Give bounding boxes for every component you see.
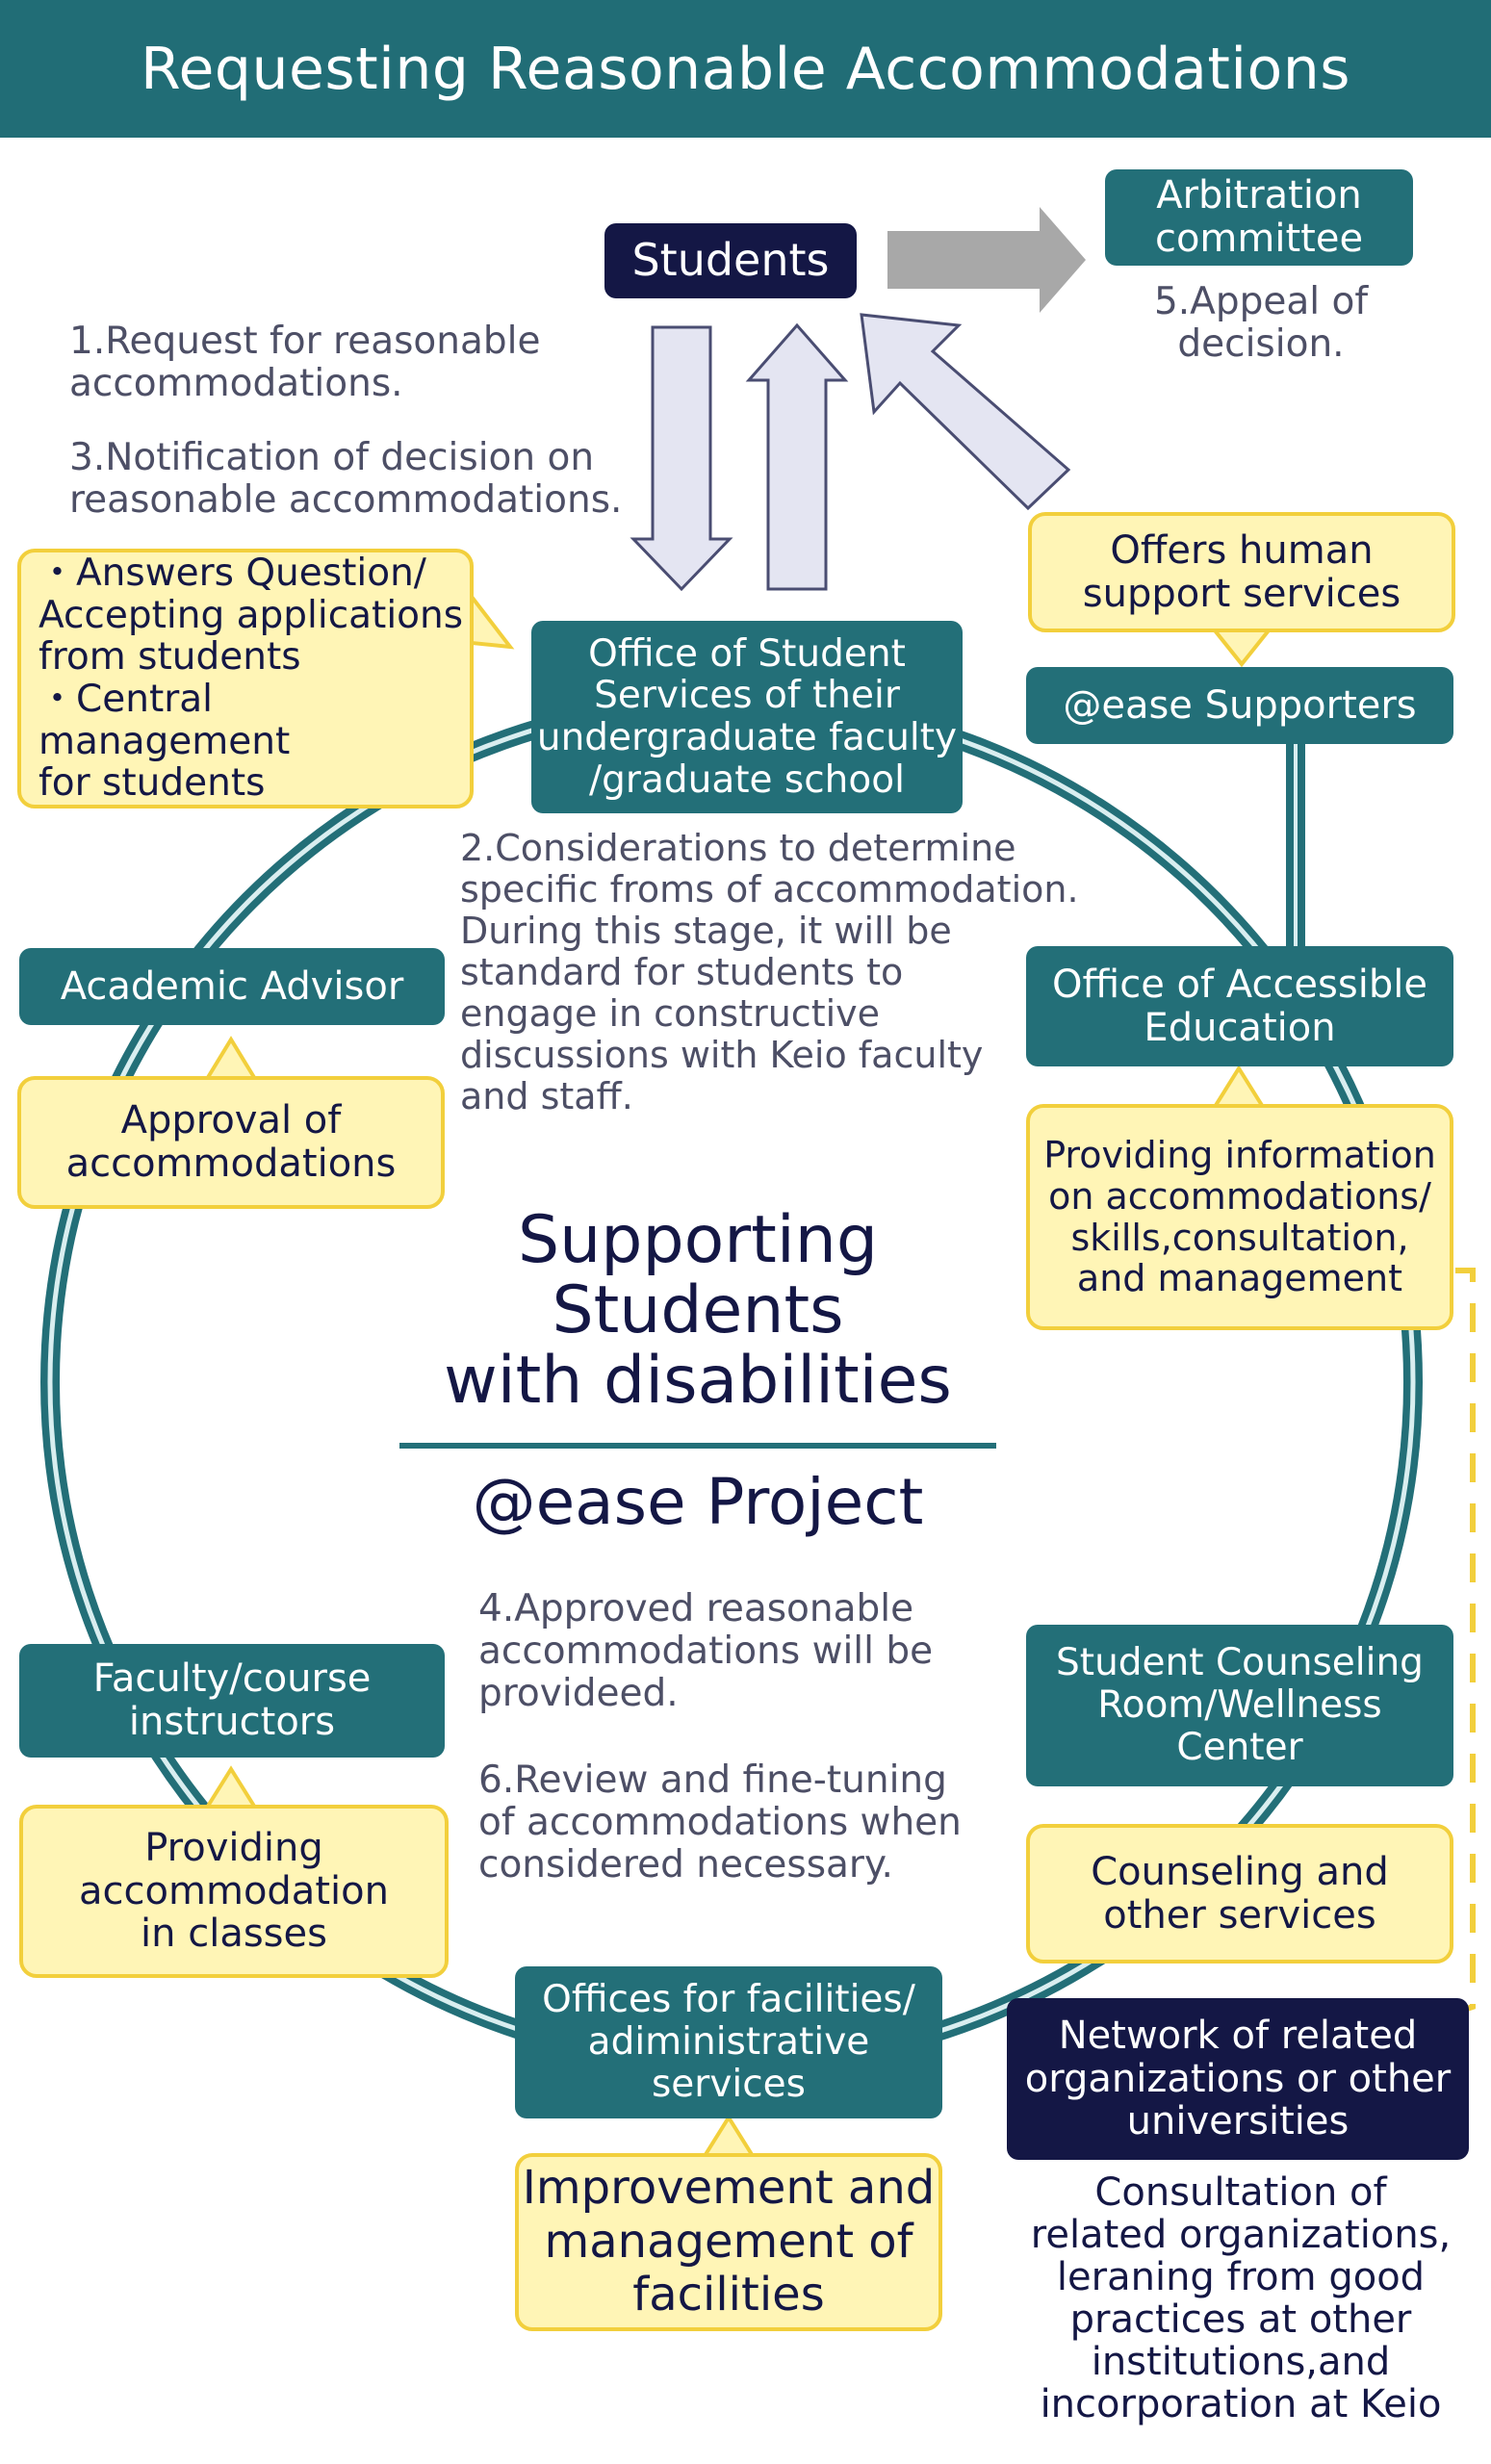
dashed-connector-network: [1455, 1268, 1476, 2015]
arrow-appeal: [887, 207, 1086, 313]
faculty-instructors-callout: Providing accommodation in classes: [19, 1805, 449, 1978]
pointer-faculty-callout: [203, 1765, 259, 1810]
center-title: Supporting Students with disabilities: [444, 1202, 952, 1419]
facilities-callout: Improvement and management of facilities: [515, 2153, 942, 2331]
network-description: Consultation of related organizations, l…: [1030, 2170, 1452, 2426]
ease-supporters-callout: Offers human support services: [1028, 512, 1455, 632]
step1-request: 1.Request for reasonable accommodations.: [69, 320, 541, 406]
page-title: Requesting Reasonable Accommodations: [0, 0, 1491, 138]
step3-notification: 3.Notification of decision on reasonable…: [69, 436, 623, 523]
pointer-supporters-callout: [1210, 629, 1273, 668]
step6-review: 6.Review and fine-tuning of accommodatio…: [478, 1758, 962, 1887]
center-divider: [399, 1443, 996, 1449]
ease-supporters-node: @ease Supporters: [1026, 667, 1453, 744]
pointer-facilities-callout: [701, 2114, 757, 2158]
arrow-notification-up: [745, 322, 849, 591]
pointer-accessible-callout: [1211, 1065, 1267, 1109]
arrow-request-down: [630, 325, 733, 592]
project-name: @ease Project: [472, 1465, 924, 1539]
students-node: Students: [604, 223, 857, 298]
arbitration-committee-node: Arbitration committee: [1105, 169, 1413, 266]
academic-advisor-node: Academic Advisor: [19, 948, 445, 1025]
faculty-instructors-node: Faculty/course instructors: [19, 1644, 445, 1758]
office-student-services-node: Office of Student Services of their unde…: [531, 621, 963, 813]
academic-advisor-callout: Approval of accommodations: [17, 1076, 445, 1209]
step4-provided: 4.Approved reasonable accommodations wil…: [478, 1587, 934, 1716]
pointer-advisor-callout: [203, 1036, 259, 1081]
office-services-callout: ・Answers Question/ Accepting application…: [17, 549, 474, 808]
pointer-office-callout: [470, 591, 515, 650]
step5-appeal: 5.Appeal of decision.: [1153, 280, 1369, 367]
office-accessible-callout: Providing information on accommodations/…: [1026, 1104, 1453, 1330]
network-node: Network of related organizations or othe…: [1007, 1998, 1469, 2160]
arrow-support-diagonal: [860, 313, 1071, 511]
connector-highlight: [1294, 741, 1298, 953]
facilities-offices-node: Offices for facilities/ adiministrative …: [515, 1966, 942, 2118]
counseling-callout: Counseling and other services: [1026, 1824, 1453, 1964]
student-counseling-node: Student Counseling Room/Wellness Center: [1026, 1625, 1453, 1786]
step2-considerations: 2.Considerations to determine specific f…: [460, 827, 1079, 1117]
office-accessible-education-node: Office of Accessible Education: [1026, 946, 1453, 1066]
